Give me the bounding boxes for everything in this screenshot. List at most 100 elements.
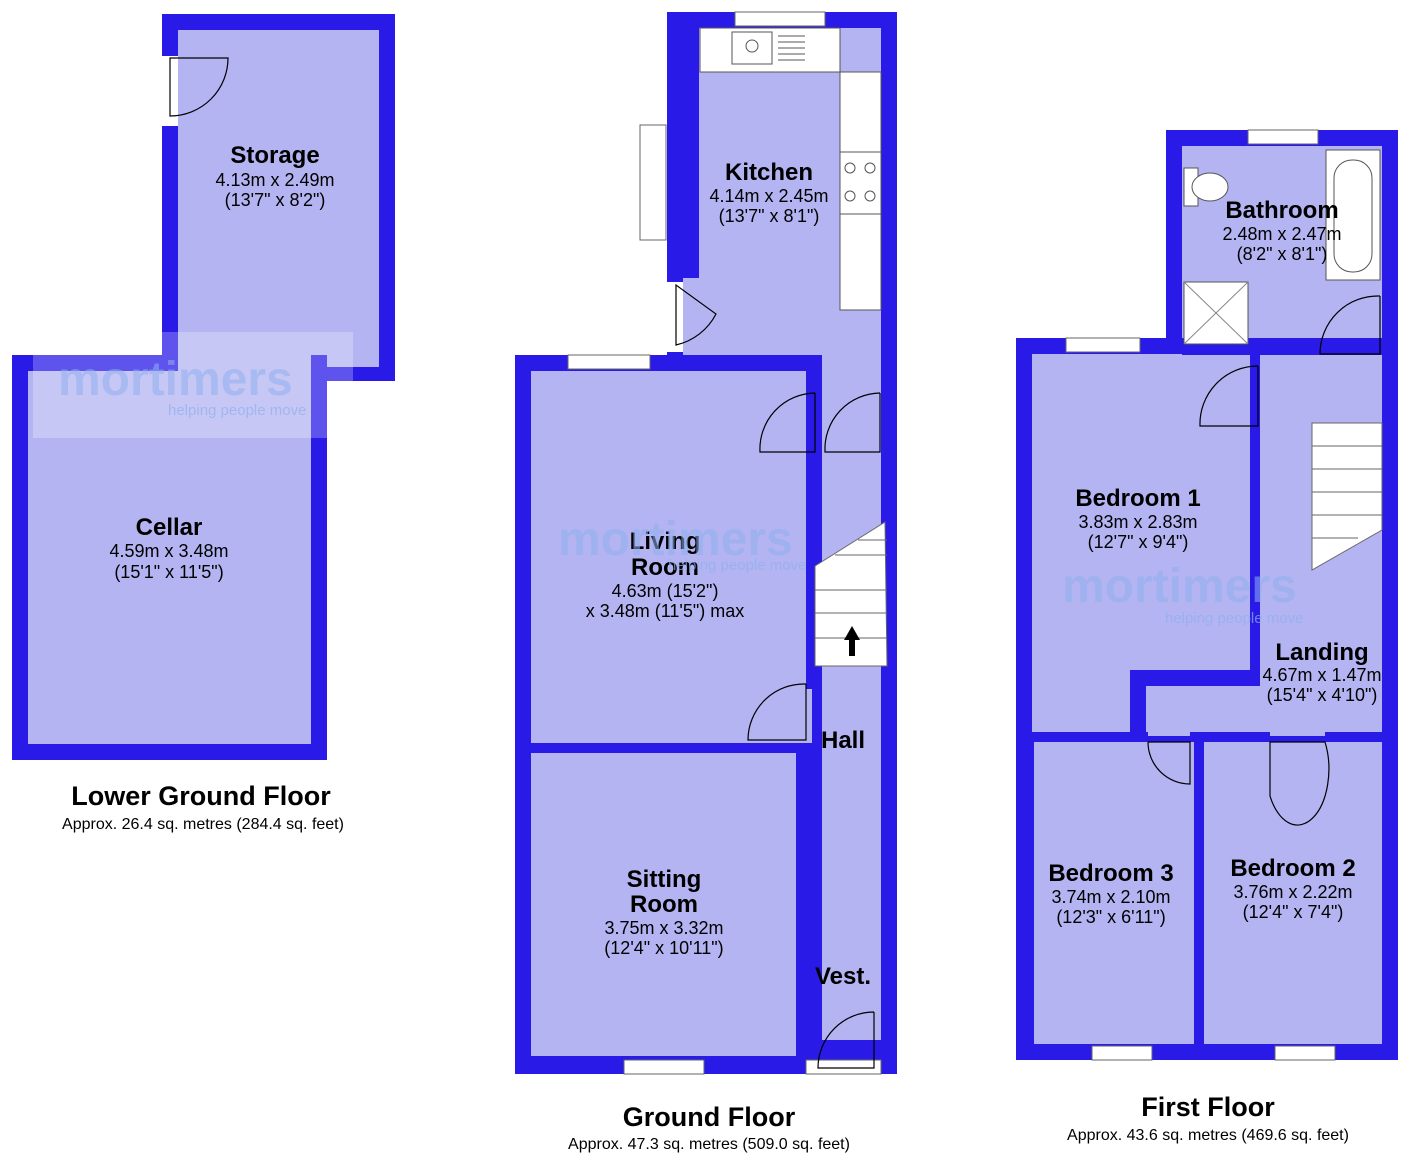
landing-dim-metric: 4.67m x 1.47m — [1262, 665, 1381, 685]
storage-door-swing — [169, 57, 229, 117]
watermark-logo: mortimers helping people move — [33, 332, 353, 438]
bedroom-1-door-swing — [1199, 365, 1259, 427]
bathroom-door-swing — [1319, 295, 1381, 355]
drainer-icon — [778, 35, 805, 61]
staircase — [1311, 422, 1383, 571]
bedroom-2-window — [1274, 1045, 1336, 1061]
storage-room — [178, 30, 379, 367]
stair-up-arrow-icon — [844, 626, 860, 656]
bathroom-label: Bathroom — [1225, 197, 1338, 224]
watermark-tagline: helping people move — [1165, 610, 1303, 627]
bedroom-2-door-swing — [1269, 741, 1330, 826]
staircase — [814, 521, 888, 667]
living-room-label-line2: Room — [631, 554, 699, 581]
front-door-swing — [817, 1011, 875, 1069]
bedroom1-bottom-wall — [1130, 670, 1260, 686]
vest-bottom-wall — [806, 1040, 881, 1058]
ground-floor: Kitchen 4.14m x 2.45m (13'7" x 8'1") Liv… — [515, 11, 897, 1153]
sitting-room-dim-imperial: (12'4" x 10'11") — [604, 938, 723, 958]
bedroom-2-dim-imperial: (12'4" x 7'4") — [1243, 902, 1344, 922]
first-floor: Bathroom 2.48m x 2.47m (8'2" x 8'1") Bed… — [1016, 129, 1398, 1144]
kitchen-dim-imperial: (13'7" x 8'1") — [719, 206, 820, 226]
bedroom-3-window — [1091, 1045, 1153, 1061]
landing-dim-imperial: (15'4" x 4'10") — [1267, 685, 1378, 705]
cellar-stair-link — [178, 355, 311, 375]
cellar-dim-metric: 4.59m x 3.48m — [109, 541, 228, 561]
living-room-dim-line1: 4.63m (15'2") — [612, 581, 719, 601]
bedroom1-right-wall — [1250, 430, 1260, 670]
ground-floor-area: Approx. 47.3 sq. metres (509.0 sq. feet) — [568, 1136, 850, 1153]
bedroom-1-label: Bedroom 1 — [1075, 485, 1200, 512]
bathtub-icon — [1325, 149, 1381, 281]
kitchen-window — [734, 11, 826, 27]
divider-wall-left — [531, 743, 611, 753]
hall-door-swing — [824, 392, 881, 453]
watermark-brand: mortimers — [558, 513, 793, 566]
watermark-brand: mortimers — [58, 353, 293, 406]
living-room-floor — [531, 371, 812, 743]
storage-dim-metric: 4.13m x 2.49m — [215, 170, 334, 190]
kitchen-back-door-opening — [667, 282, 683, 352]
hall-label: Hall — [821, 727, 865, 754]
vest-left-wall — [796, 753, 806, 1058]
bedroom-3-door-swing — [1147, 741, 1191, 785]
storage-dim-imperial: (13'7" x 8'2") — [225, 190, 326, 210]
living-room-window — [567, 354, 651, 370]
kitchen-dim-metric: 4.14m x 2.45m — [709, 186, 828, 206]
lower-ground-floor: Storage 4.13m x 2.49m (13'7" x 8'2") Cel… — [12, 14, 395, 833]
bedroom-2-dim-metric: 3.76m x 2.22m — [1233, 882, 1352, 902]
bedroom3-top-wall — [1032, 732, 1142, 742]
bathroom-dim-imperial: (8'2" x 8'1") — [1237, 244, 1328, 264]
bedroom-2-label: Bedroom 2 — [1230, 855, 1355, 882]
bedroom-1-floor — [1032, 354, 1250, 732]
kitchen-label: Kitchen — [725, 159, 813, 186]
landing-label: Landing — [1275, 639, 1368, 666]
landing-lower-floor — [1148, 686, 1382, 736]
lower-ground-floor-area: Approx. 26.4 sq. metres (284.4 sq. feet) — [62, 816, 344, 833]
bedroom-3-dim-metric: 3.74m x 2.10m — [1051, 887, 1170, 907]
bathroom-window — [1247, 129, 1319, 145]
cellar-room — [28, 371, 311, 744]
kitchen-left-wall — [683, 28, 699, 278]
sink-drain-icon — [745, 39, 759, 53]
first-floor-area: Approx. 43.6 sq. metres (469.6 sq. feet) — [1067, 1127, 1349, 1144]
watermark-tagline: helping people move — [168, 402, 306, 419]
sitting-room-dim-metric: 3.75m x 3.32m — [604, 918, 723, 938]
ground-floor-title: Ground Floor — [623, 1102, 796, 1132]
cellar-dim-imperial: (15'1" x 11'5") — [114, 562, 223, 582]
toilet-icon — [1183, 167, 1229, 207]
sitting-room-label-line2: Room — [630, 891, 698, 918]
bedroom-1-window — [1065, 337, 1141, 353]
hob-icon — [839, 151, 882, 215]
landing-step-wall — [1130, 670, 1146, 740]
vest-label: Vest. — [815, 963, 871, 990]
bedroom-3-dim-imperial: (12'3" x 6'11") — [1056, 907, 1165, 927]
sitting-room-window — [623, 1059, 705, 1075]
sitting-door-swing — [747, 683, 807, 741]
cellar-label: Cellar — [136, 514, 203, 541]
sitting-room-label-line1: Sitting — [627, 866, 702, 893]
sitting-room-floor — [531, 753, 796, 1056]
hall-floor — [822, 371, 881, 1058]
living-room-dim-line2: x 3.48m (11'5") max — [586, 601, 745, 621]
bedroom-divider-top-a — [1190, 732, 1270, 742]
kitchen-side-window — [639, 124, 667, 241]
bedroom-1-dim-metric: 3.83m x 2.83m — [1078, 512, 1197, 532]
shower-tray-icon — [1183, 281, 1249, 345]
bedroom-3-floor — [1034, 742, 1194, 1044]
bathroom-dim-metric: 2.48m x 2.47m — [1222, 224, 1341, 244]
kitchen-door-swing — [675, 283, 717, 346]
watermark-tagline: helping people move — [668, 557, 806, 574]
bedroom-2-floor — [1204, 742, 1382, 1044]
watermark-logo: mortimers helping people move — [558, 513, 806, 574]
bedroom-divider-wall — [1194, 742, 1204, 1044]
lower-ground-floor-title: Lower Ground Floor — [71, 781, 331, 811]
bedroom-divider-top-b — [1325, 732, 1382, 742]
storage-label: Storage — [230, 142, 319, 169]
first-floor-title: First Floor — [1141, 1092, 1275, 1122]
divider-wall-right — [735, 743, 806, 753]
living-room-label-line1: Living — [630, 528, 701, 555]
watermark-logo: mortimers helping people move — [1062, 560, 1303, 627]
sink-icon — [731, 31, 773, 65]
